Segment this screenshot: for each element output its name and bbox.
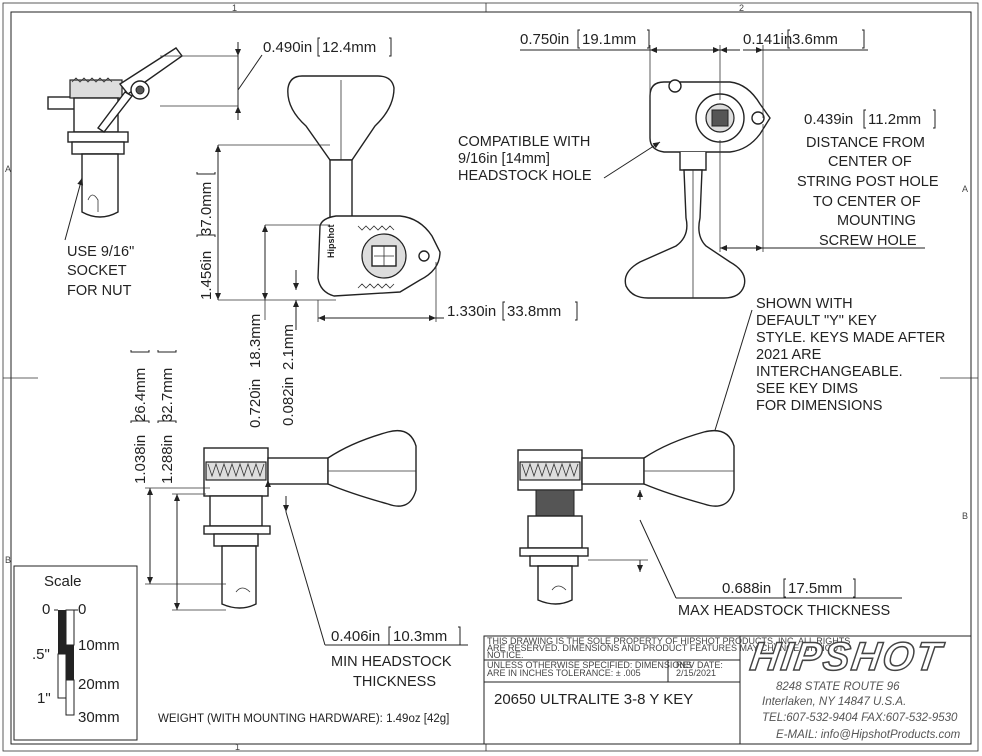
dim-1288-mm: 32.7mm [159, 368, 176, 422]
dim-0141-mm: 3.6mm [792, 31, 838, 48]
zone-col-1-bottom: 1 [235, 742, 240, 752]
dim-0750: 0.750in [520, 31, 569, 48]
tuner-back-view [624, 79, 771, 299]
dim-0720-mm: 18.3mm [247, 314, 264, 368]
dim-0082-mm: 2.1mm [280, 324, 297, 370]
note-shown-4: 2021 ARE [756, 347, 822, 363]
zone-row-b: B [5, 555, 11, 565]
address-2: Interlaken, NY 14847 U.S.A. [762, 696, 906, 708]
dim-0688-mm: 17.5mm [788, 580, 842, 597]
dim-0490: 0.490in [263, 39, 312, 56]
rev-date: 2/15/2021 [676, 668, 716, 678]
address-1: 8248 STATE ROUTE 96 [776, 681, 900, 693]
property-notice-3: NOTICE. [487, 650, 524, 660]
note-socket-1: USE 9/16" [67, 244, 134, 260]
scale-right-10: 10mm [78, 637, 120, 654]
tuner-side-view-right [517, 429, 735, 605]
title-block: THIS DRAWING IS THE SOLE PROPERTY OF HIP… [483, 633, 972, 745]
dim-1456-mm: 37.0mm [198, 182, 215, 236]
dim-1288: 1.288in [159, 435, 176, 484]
zone-row-a: A [5, 164, 11, 174]
zone-col-2: 2 [739, 3, 744, 13]
dim-1456: 1.456in [198, 251, 215, 300]
hipshot-logo: HIPSHOT [748, 634, 947, 679]
part-name: 20650 ULTRALITE 3-8 Y KEY [494, 691, 693, 708]
tuner-side-view-left [203, 429, 417, 609]
tolerance-2: ARE IN INCHES TOLERANCE: ± .005 [487, 668, 641, 678]
weight-note: WEIGHT (WITH MOUNTING HARDWARE): 1.49oz … [158, 713, 449, 725]
scale-right-0: 0 [78, 601, 86, 618]
note-compatible-1: COMPATIBLE WITH [458, 134, 590, 150]
note-min-headstock-2: THICKNESS [353, 674, 436, 690]
note-distance-1: DISTANCE FROM [806, 135, 925, 151]
dim-0720: 0.720in [247, 379, 264, 428]
note-shown-2: DEFAULT "Y" KEY [756, 313, 877, 329]
note-shown-5: INTERCHANGEABLE. [756, 364, 903, 380]
scale-box: Scale 0 .5" 1" 0 10mm 20mm 30mm [13, 565, 138, 741]
note-distance-2: CENTER OF [828, 154, 912, 170]
svg-text:Hipshot: Hipshot [326, 225, 336, 259]
scale-right-30: 30mm [78, 709, 120, 726]
note-distance-5: MOUNTING [837, 213, 916, 229]
scale-left-0: 0 [42, 601, 50, 618]
dim-1038: 1.038in [132, 435, 149, 484]
property-notice-2: ARE RESERVED. DIMENSIONS AND PRODUCT FEA… [487, 643, 844, 653]
dim-0141: 0.141in [743, 31, 792, 48]
note-shown-6: SEE KEY DIMS [756, 381, 858, 397]
dim-1038-mm: 26.4mm [132, 368, 149, 422]
zone-row-b-right: B [962, 511, 968, 521]
tuner-front-view: Hipshot [287, 75, 441, 297]
dim-1330-mm: 33.8mm [507, 303, 561, 320]
scale-left-half: .5" [32, 646, 50, 663]
dim-0490-mm: 12.4mm [322, 39, 376, 56]
dim-0082: 0.082in [280, 377, 297, 426]
scale-title: Scale [44, 573, 82, 590]
note-compatible-3: HEADSTOCK HOLE [458, 168, 592, 184]
tuner-top-left-view [47, 47, 238, 218]
note-shown-3: STYLE. KEYS MADE AFTER [756, 330, 945, 346]
dim-0688: 0.688in [722, 580, 771, 597]
dim-1330: 1.330in [447, 303, 496, 320]
note-distance-3: STRING POST HOLE [797, 174, 939, 190]
dim-0439-mm: 11.2mm [868, 111, 921, 128]
note-distance-4: TO CENTER OF [813, 194, 921, 210]
note-min-headstock-1: MIN HEADSTOCK [331, 654, 452, 670]
note-socket-3: FOR NUT [67, 283, 132, 299]
dim-0439: 0.439in [804, 111, 853, 128]
scale-right-20: 20mm [78, 676, 120, 693]
address-4: E-MAIL: info@HipshotProducts.com [776, 729, 961, 741]
rev-label: REV DATE: [676, 660, 723, 670]
address-3: TEL:607-532-9404 FAX:607-532-9530 [762, 712, 958, 724]
zone-col-1: 1 [232, 3, 237, 13]
tolerance-1: UNLESS OTHERWISE SPECIFIED: DIMENSIONS [487, 660, 692, 670]
zone-row-a-right: A [962, 184, 968, 194]
dim-0406-mm: 10.3mm [393, 628, 447, 645]
dim-0406: 0.406in [331, 628, 380, 645]
dim-0750-mm: 19.1mm [582, 31, 636, 48]
note-max-headstock: MAX HEADSTOCK THICKNESS [678, 603, 890, 619]
note-shown-1: SHOWN WITH [756, 296, 853, 312]
note-socket-2: SOCKET [67, 263, 127, 279]
note-compatible-2: 9/16in [14mm] [458, 151, 550, 167]
property-notice-1: THIS DRAWING IS THE SOLE PROPERTY OF HIP… [487, 636, 850, 646]
note-distance-6: SCREW HOLE [819, 233, 917, 249]
note-shown-7: FOR DIMENSIONS [756, 398, 882, 414]
scale-left-1: 1" [37, 690, 51, 707]
